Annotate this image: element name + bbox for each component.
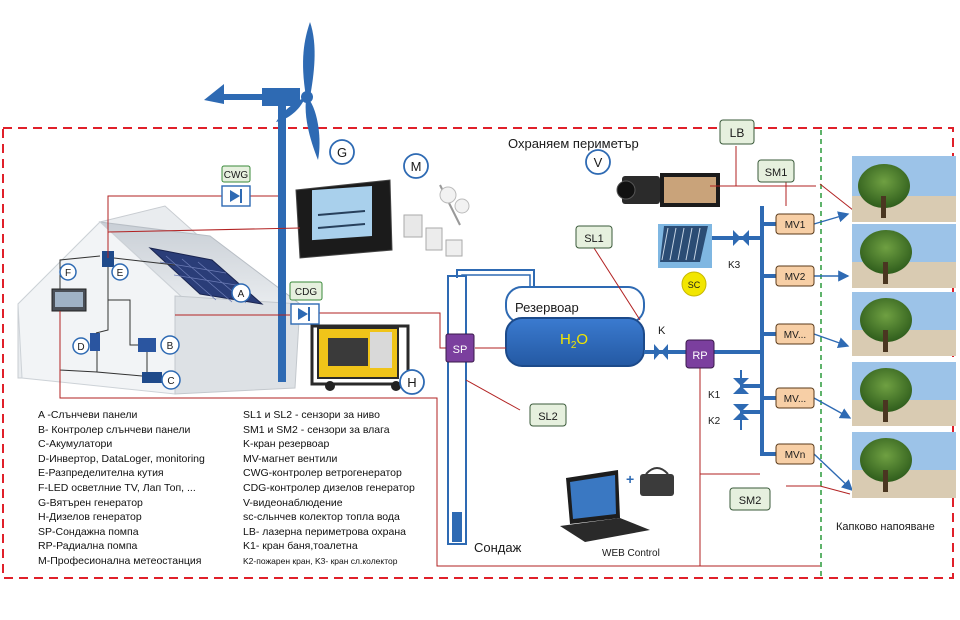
- h2o-label: H2O: [560, 331, 588, 351]
- circle-tags: F E A D B C G M H V SC: [59, 139, 707, 395]
- tag-b: B: [167, 341, 174, 352]
- tag-f: F: [65, 268, 71, 279]
- video-camera: [616, 173, 720, 207]
- legend-item: K1- кран баня,тоалетна: [243, 540, 358, 553]
- svg-text:SL2: SL2: [538, 411, 558, 423]
- drip-arrows: [813, 211, 854, 491]
- tank-label: Резервоар: [515, 300, 579, 315]
- tag-e: E: [117, 268, 124, 279]
- sm2-box: SM2: [729, 487, 771, 511]
- legend-item: C-Акумулатори: [38, 438, 113, 451]
- cwg-controller: CWG: [221, 165, 251, 207]
- legend-item: H-Дизелов генератор: [38, 511, 142, 524]
- legend-item: K2-пожарен кран, K3- кран сл.колектор: [243, 555, 398, 566]
- legend-item: G-Вятърен генератор: [38, 496, 143, 509]
- legend-item: A -Слънчеви панели: [38, 409, 138, 421]
- legend-item: SM1 и SM2 - сензори за влага: [243, 423, 390, 436]
- solar-collector: [658, 224, 712, 268]
- tag-v: V: [594, 155, 603, 170]
- svg-text:SP: SP: [453, 344, 468, 356]
- svg-text:SM1: SM1: [765, 167, 788, 179]
- valve-k3-label: K3: [728, 260, 741, 271]
- legend-item: M-Професионална метеостанция: [38, 554, 202, 567]
- valve-k-label: K: [658, 325, 666, 337]
- cdg-label: CDG: [295, 287, 317, 298]
- controller-device: [138, 338, 156, 352]
- legend-item: sc-сльнчев колектор топла вода: [243, 511, 400, 524]
- tree-photos: [852, 156, 956, 498]
- junction-box: [102, 251, 114, 267]
- lb-box: LB: [719, 119, 755, 145]
- borehole: [447, 269, 535, 545]
- legend-item: K-кран резервоар: [243, 438, 330, 451]
- legend-item: SL1 и SL2 - сензори за ниво: [243, 409, 380, 421]
- legend-item: RP-Радиална помпа: [38, 540, 138, 553]
- valve-k3: [733, 230, 749, 246]
- legend-item: F-LED осветлние TV, Лап Топ, ...: [38, 481, 196, 494]
- legend-item: CWG-контролер ветрогенератор: [243, 467, 402, 480]
- svg-text:RP: RP: [692, 350, 707, 362]
- meteo-sensors: [403, 184, 470, 257]
- sp-pump: SP: [445, 333, 475, 363]
- valve-k2-label: K2: [708, 416, 721, 427]
- laptop: +: [560, 467, 674, 542]
- sl1-box: SL1: [575, 225, 613, 249]
- mv-label: MV...: [784, 394, 806, 405]
- legend-left: A -Слънчеви панели B- Контролер слънчеви…: [38, 408, 205, 569]
- tag-d: D: [77, 342, 84, 353]
- cwg-label: CWG: [224, 170, 249, 181]
- svg-text:+: +: [626, 471, 634, 487]
- mv-label: MV2: [785, 272, 806, 283]
- sl2-box: SL2: [529, 403, 567, 427]
- legend-item: SP-Сондажна помпа: [38, 525, 139, 538]
- weather-display: [295, 179, 393, 259]
- sm1-box: SM1: [757, 159, 795, 183]
- drip-title: Капково напояване: [836, 521, 935, 533]
- mv-label: MVn: [785, 450, 806, 461]
- tag-a: A: [238, 289, 245, 300]
- well-label: Сондаж: [474, 540, 522, 555]
- wind-turbine: [204, 22, 320, 382]
- mv-label: MV...: [784, 330, 806, 341]
- legend-item: LB- лазерна периметрова охрана: [243, 525, 406, 538]
- tag-m: M: [411, 159, 422, 174]
- svg-text:SM2: SM2: [739, 495, 762, 507]
- rp-pump: RP: [685, 339, 715, 369]
- diesel-generator: [310, 324, 410, 391]
- legend-item: E-Разпределителна кутия: [38, 467, 164, 480]
- mv-label: MV1: [785, 220, 806, 231]
- house: [17, 205, 302, 395]
- valve-k1-label: K1: [708, 390, 721, 401]
- svg-text:LB: LB: [730, 126, 745, 140]
- legend-item: V-видеонаблюдение: [243, 496, 343, 509]
- battery-device: [142, 372, 162, 383]
- mv-valves: MV1 MV2 MV... MV... MVn: [775, 213, 815, 465]
- tag-g: G: [337, 145, 347, 160]
- perimeter-title: Охраняем периметър: [508, 136, 639, 151]
- tag-c: C: [167, 376, 174, 387]
- valve-k2: [733, 404, 749, 420]
- legend-item: D-Инвертор, DataLoger, monitoring: [38, 452, 205, 465]
- web-control-label: WEB Control: [602, 548, 660, 559]
- inverter-device: [90, 333, 100, 351]
- tag-h: H: [407, 375, 416, 390]
- legend-item: MV-магнет вентили: [243, 452, 338, 465]
- svg-text:SL1: SL1: [584, 233, 604, 245]
- tag-sc: SC: [688, 280, 701, 290]
- water-tank: [505, 286, 645, 367]
- legend-item: B- Контролер слънчеви панели: [38, 423, 191, 436]
- legend-item: CDG-контролер дизелов генератор: [243, 481, 415, 494]
- legend-right: SL1 и SL2 - сензори за ниво SM1 и SM2 - …: [243, 408, 415, 569]
- control-wiring: [59, 146, 859, 567]
- cdg-controller: CDG: [289, 281, 323, 325]
- valve-k: [654, 344, 668, 360]
